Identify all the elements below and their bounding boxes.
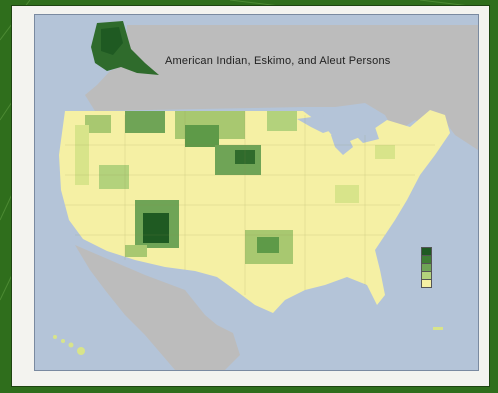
legend-swatch <box>421 278 432 288</box>
alaska-shading <box>101 27 123 55</box>
map-title: American Indian, Eskimo, and Aleut Perso… <box>165 55 391 67</box>
density-high-patches <box>75 111 395 264</box>
us-map <box>35 15 478 370</box>
contiguous-us <box>59 110 450 313</box>
map-panel: American Indian, Eskimo, and Aleut Perso… <box>34 14 479 371</box>
map-legend <box>421 237 471 317</box>
legend-row <box>421 278 471 288</box>
mexico-land <box>75 245 240 370</box>
puerto-rico <box>433 327 443 330</box>
county-lines <box>65 111 435 295</box>
hawaii <box>53 335 85 355</box>
canada-land <box>85 25 478 150</box>
great-lakes <box>297 115 379 155</box>
legend-title <box>421 237 471 247</box>
